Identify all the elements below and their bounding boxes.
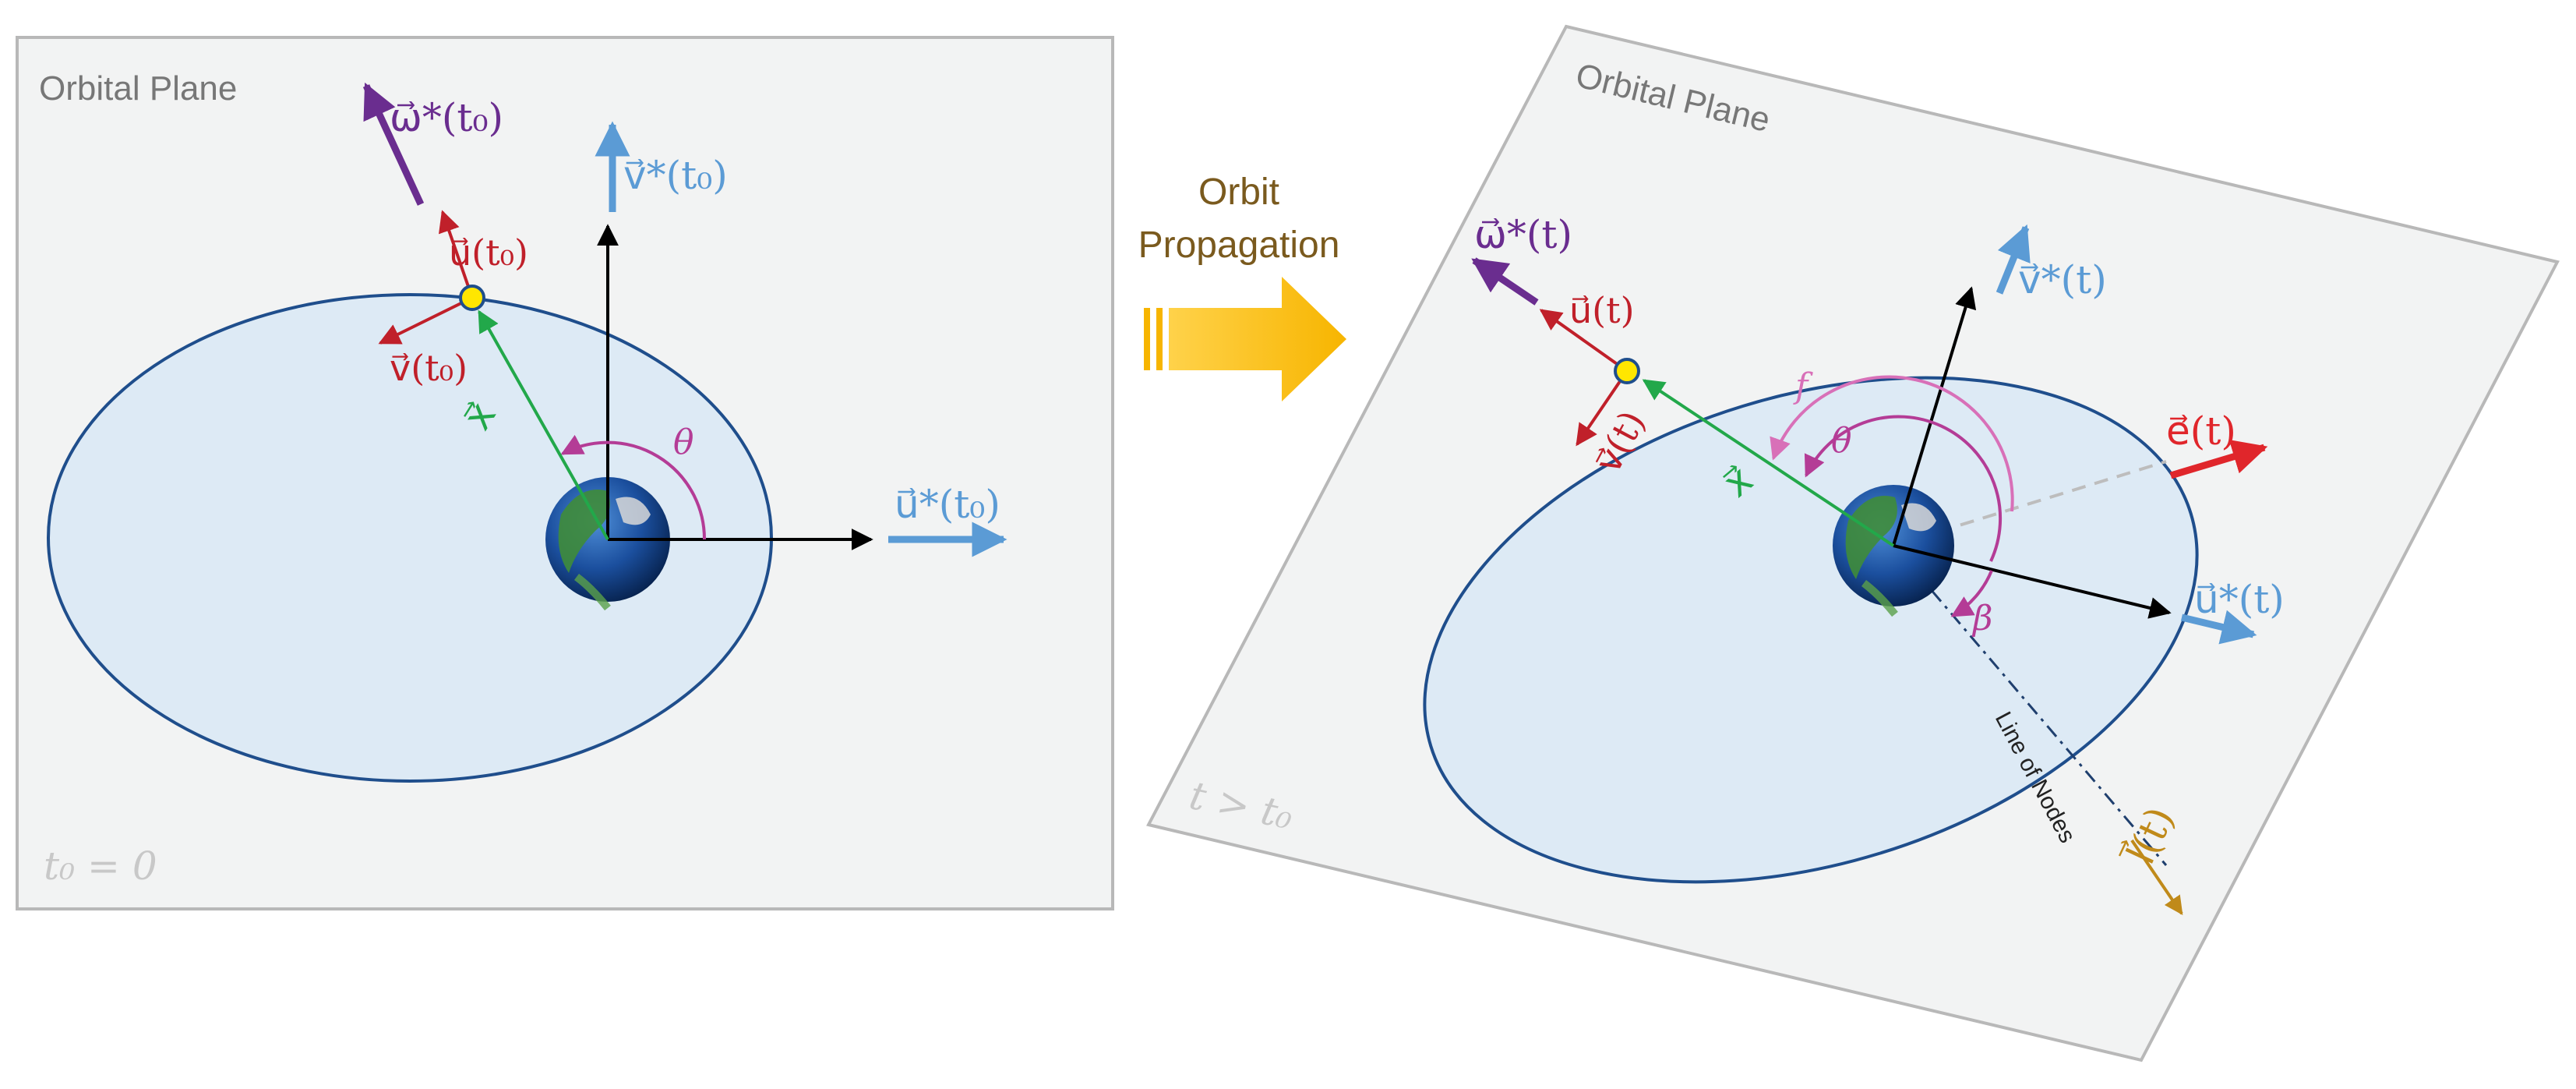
right-axis-right-arrow bbox=[1893, 544, 2172, 619]
caption-line-2: Propagation bbox=[1138, 225, 1340, 266]
left-omega-star-label: ω⃗*(t₀) bbox=[390, 95, 503, 140]
right-orbit-ellipse bbox=[1423, 376, 2199, 884]
left-satellite bbox=[459, 285, 485, 311]
right-theta-label: θ bbox=[1831, 421, 1852, 461]
left-earth-icon bbox=[545, 477, 670, 611]
propagation-arrow-icon bbox=[1144, 277, 1346, 401]
left-time-label: t₀ = 0 bbox=[44, 843, 157, 889]
right-axis-up-arrow bbox=[1892, 286, 1977, 546]
right-position-vector bbox=[1642, 379, 1895, 547]
right-e-vector bbox=[2169, 440, 2268, 479]
left-v-vector bbox=[378, 296, 473, 345]
caption-line-1: Orbit bbox=[1198, 171, 1279, 213]
right-beta-label: β bbox=[1971, 599, 1992, 638]
left-omega-star-vector bbox=[362, 82, 425, 206]
left-u-star-label: u⃗*(t₀) bbox=[895, 482, 1000, 527]
left-v-label: v⃗(t₀) bbox=[390, 347, 468, 389]
right-v-star-label: v⃗*(t) bbox=[2018, 257, 2107, 302]
left-theta-arc bbox=[560, 434, 707, 540]
right-v-vector bbox=[1576, 369, 1629, 447]
right-f-arc bbox=[1770, 375, 2014, 512]
right-omega-star-label: ω⃗*(t) bbox=[1474, 212, 1572, 257]
right-beta-arc bbox=[1950, 570, 1993, 617]
right-v-star-vector bbox=[1996, 224, 2031, 295]
right-l-vector bbox=[2130, 839, 2183, 915]
right-theta-arc bbox=[1804, 415, 2003, 562]
left-plane-title: Orbital Plane bbox=[39, 69, 237, 108]
right-u-label: u⃗(t) bbox=[1569, 289, 1635, 331]
right-u-vector bbox=[1539, 309, 1629, 373]
right-u-star-vector bbox=[2180, 610, 2257, 645]
left-theta-label: θ bbox=[673, 423, 694, 462]
right-satellite bbox=[1614, 358, 1640, 384]
right-u-star-label: u⃗*(t) bbox=[2194, 577, 2285, 622]
right-panel: Orbital Plane Line of Nodes f θ β x⃗ bbox=[1146, 24, 2560, 1062]
right-line-of-nodes bbox=[1892, 545, 2168, 866]
left-position-vector bbox=[478, 309, 609, 540]
propagation-caption: Orbit Propagation bbox=[1138, 171, 1340, 266]
left-u-vector bbox=[438, 210, 474, 299]
left-u-label: u⃗(t₀) bbox=[449, 232, 528, 274]
left-v-star-label: v⃗*(t₀) bbox=[623, 153, 728, 198]
right-omega-star-vector bbox=[1471, 257, 1539, 306]
right-e-label: e⃗(t) bbox=[2166, 408, 2236, 454]
left-panel: Orbital Plane θ x⃗ u⃗(t₀) v⃗(t₀) ω⃗*(t₀) bbox=[16, 36, 1114, 910]
